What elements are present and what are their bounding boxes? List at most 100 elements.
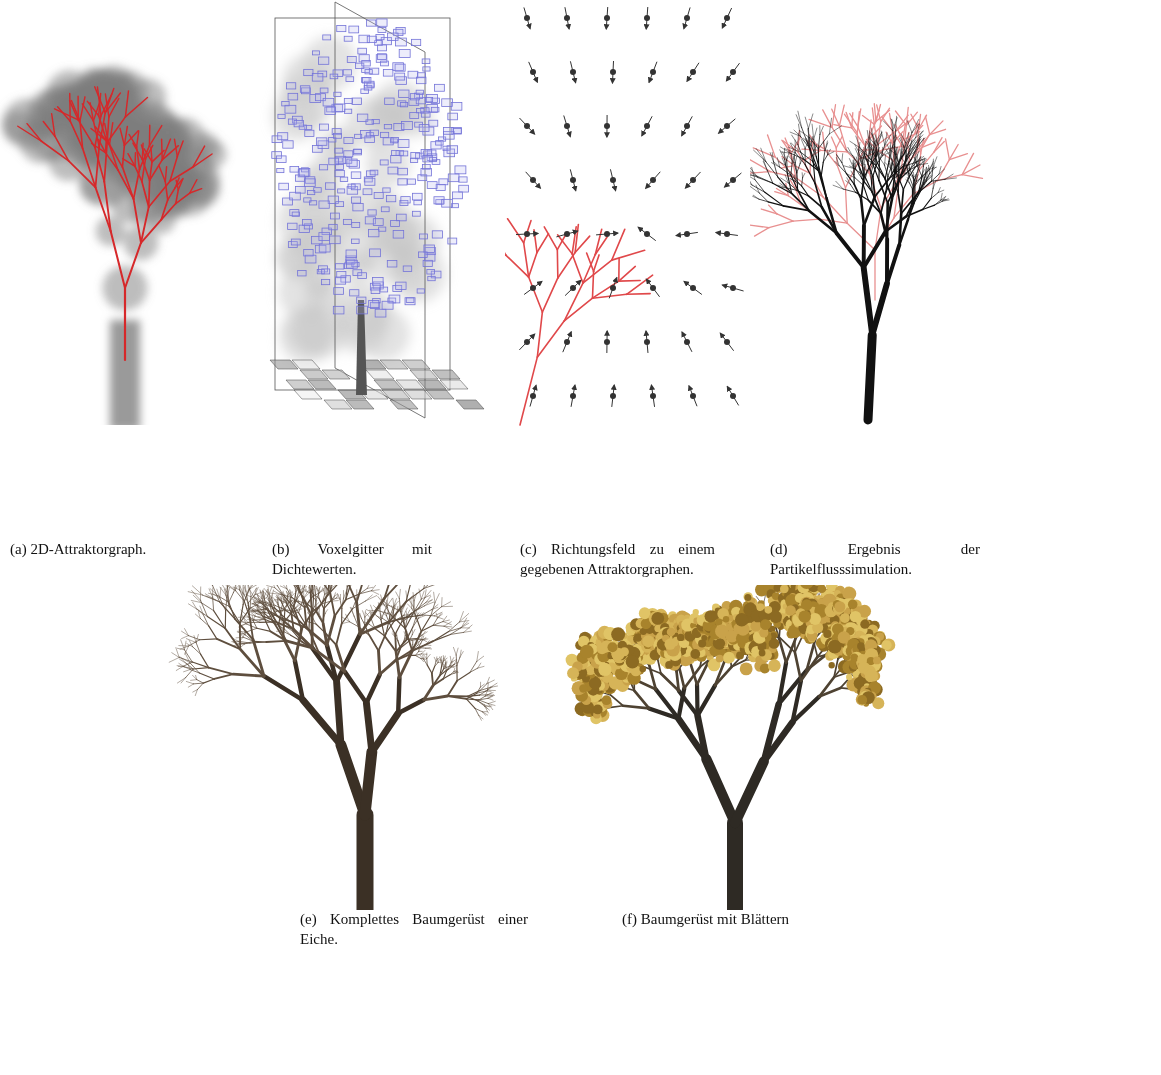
field-point [650,393,656,399]
attractor-branch [874,250,875,300]
simulated-branch [920,182,926,191]
oak-branch [244,618,248,623]
oak-branch [315,586,318,591]
simulated-branch [795,178,802,186]
oak-branch [238,585,240,590]
oak-branch [248,603,250,617]
oak-branch [203,585,213,586]
voxel [362,60,371,66]
voxel [424,245,435,253]
attractor-branch [587,253,594,271]
attractor-branch [122,167,133,199]
oak-branch [256,597,264,603]
voxel [355,134,362,138]
voxel [285,105,296,113]
field-arrow [646,172,661,188]
grid-cell [432,370,460,379]
attractor-branch [125,97,147,116]
simulated-branch [864,232,886,268]
voxel [429,120,438,126]
oak-branch [274,585,277,586]
oak-branch [184,670,191,672]
oak-branch [250,597,252,609]
voxel [363,189,372,195]
oak-branch [294,585,298,586]
voxel [335,170,344,176]
voxel [353,204,363,211]
voxel [431,107,439,112]
oak-branch [282,585,287,589]
voxel [352,239,360,244]
attractor-branch [52,114,55,136]
voxel [352,223,360,228]
simulated-branch [869,137,876,145]
voxel [370,130,378,135]
voxel [372,278,383,286]
voxel [346,260,357,268]
attractor-branch [120,128,124,145]
voxel [276,156,286,163]
voxel [419,125,429,132]
simulated-branch [861,199,864,225]
attractor-branch [109,99,119,117]
oak-branch [335,600,346,616]
field-point [724,231,730,237]
voxel [411,153,420,159]
field-arrow [565,280,581,295]
oak-branch [279,625,287,641]
simulated-branch [777,158,779,167]
voxel [395,73,405,80]
voxel [400,151,408,156]
simulated-branch [943,200,950,201]
oak-branch [318,587,320,591]
simulated-branch [883,121,893,131]
voxel [416,77,426,84]
voxel [448,113,458,120]
attractor-branch [850,114,858,127]
voxel [326,183,335,189]
oak-branch [312,593,319,598]
oak-branch [186,669,194,678]
oak-branch [196,675,197,679]
voxel [380,287,388,292]
oak-branch [318,591,320,598]
attractor-branch [133,143,142,159]
oak-branch [271,611,277,613]
oak-branch [177,665,183,667]
field-arrow [529,62,538,82]
simulated-branch [785,165,791,175]
voxel [325,107,336,115]
simulated-branch [827,198,837,233]
attractor-branch [83,148,96,187]
attractor-branch [137,131,139,147]
simulated-branch [871,174,872,193]
oak-branch [280,586,287,589]
simulated-branch [872,161,879,181]
simulated-branch [765,192,784,206]
oak-branch [237,642,244,644]
attractor-branch [595,237,607,254]
voxel [334,133,342,138]
voxel [288,93,298,100]
voxel [375,309,386,317]
oak-branch [337,682,341,745]
voxel [423,260,432,266]
voxel [371,288,380,294]
simulated-branch [904,147,906,160]
attractor-branch [149,125,151,146]
simulated-branch [923,175,924,182]
oak-branch [198,611,200,618]
simulated-branch [913,178,914,187]
simulated-branch [872,284,887,335]
field-arrow [526,172,541,188]
oak-branch [209,589,213,597]
simulated-branch [801,152,813,161]
simulated-branch [795,156,797,162]
simulated-branch [818,134,829,149]
attractor-branch [627,293,651,295]
simulated-branch [874,153,877,161]
oak-branch [220,602,236,619]
attractor-branch [537,234,549,253]
simulated-branch [912,124,919,133]
attractor-branch [111,231,125,288]
